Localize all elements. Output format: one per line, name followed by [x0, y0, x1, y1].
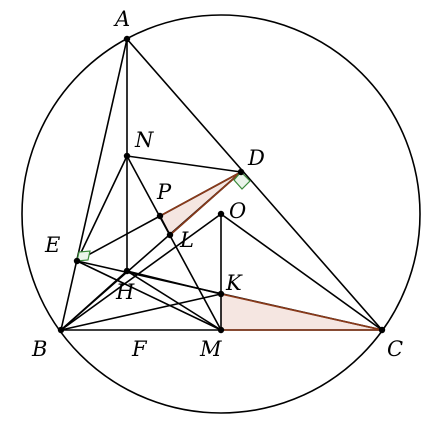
label-k: K	[225, 271, 243, 295]
point-a	[123, 35, 131, 43]
point-n	[123, 152, 131, 160]
segment-ne	[76, 155, 128, 262]
label-o: O	[229, 199, 246, 223]
label-c: C	[387, 337, 403, 361]
segment-bk	[60, 293, 222, 331]
label-l: L	[179, 228, 194, 252]
label-h: H	[115, 280, 135, 304]
segment-ab	[60, 38, 128, 331]
point-d	[237, 168, 245, 176]
point-e	[73, 257, 81, 265]
segment-ob	[60, 213, 222, 331]
segment-pl	[159, 215, 171, 236]
label-f: F	[131, 337, 148, 361]
point-h	[123, 267, 131, 275]
label-e: E	[44, 233, 60, 257]
segment-nd	[126, 155, 242, 173]
label-m: M	[199, 337, 222, 361]
label-a: A	[113, 7, 130, 31]
point-k	[217, 290, 225, 298]
shaded-triangle-pdl	[160, 172, 241, 235]
right-angle-marker-d	[233, 171, 251, 190]
segment-ep	[76, 215, 161, 262]
point-m	[217, 326, 225, 334]
point-c	[378, 326, 386, 334]
right-angle-marker-e	[76, 250, 91, 262]
segment-em	[76, 260, 222, 331]
segment-hk	[126, 270, 222, 295]
point-l	[166, 231, 174, 239]
label-d: D	[247, 146, 265, 170]
segment-nm	[126, 155, 222, 331]
label-b: B	[31, 337, 47, 361]
point-o	[217, 210, 225, 218]
segment-ac	[126, 38, 383, 331]
point-p	[156, 212, 164, 220]
segment-oc	[220, 213, 383, 331]
label-p: P	[156, 180, 172, 204]
circumcircle	[21, 14, 421, 414]
segment-bh	[60, 270, 128, 331]
label-n: N	[134, 128, 154, 152]
point-b	[57, 326, 65, 334]
segment-hm	[126, 270, 222, 331]
